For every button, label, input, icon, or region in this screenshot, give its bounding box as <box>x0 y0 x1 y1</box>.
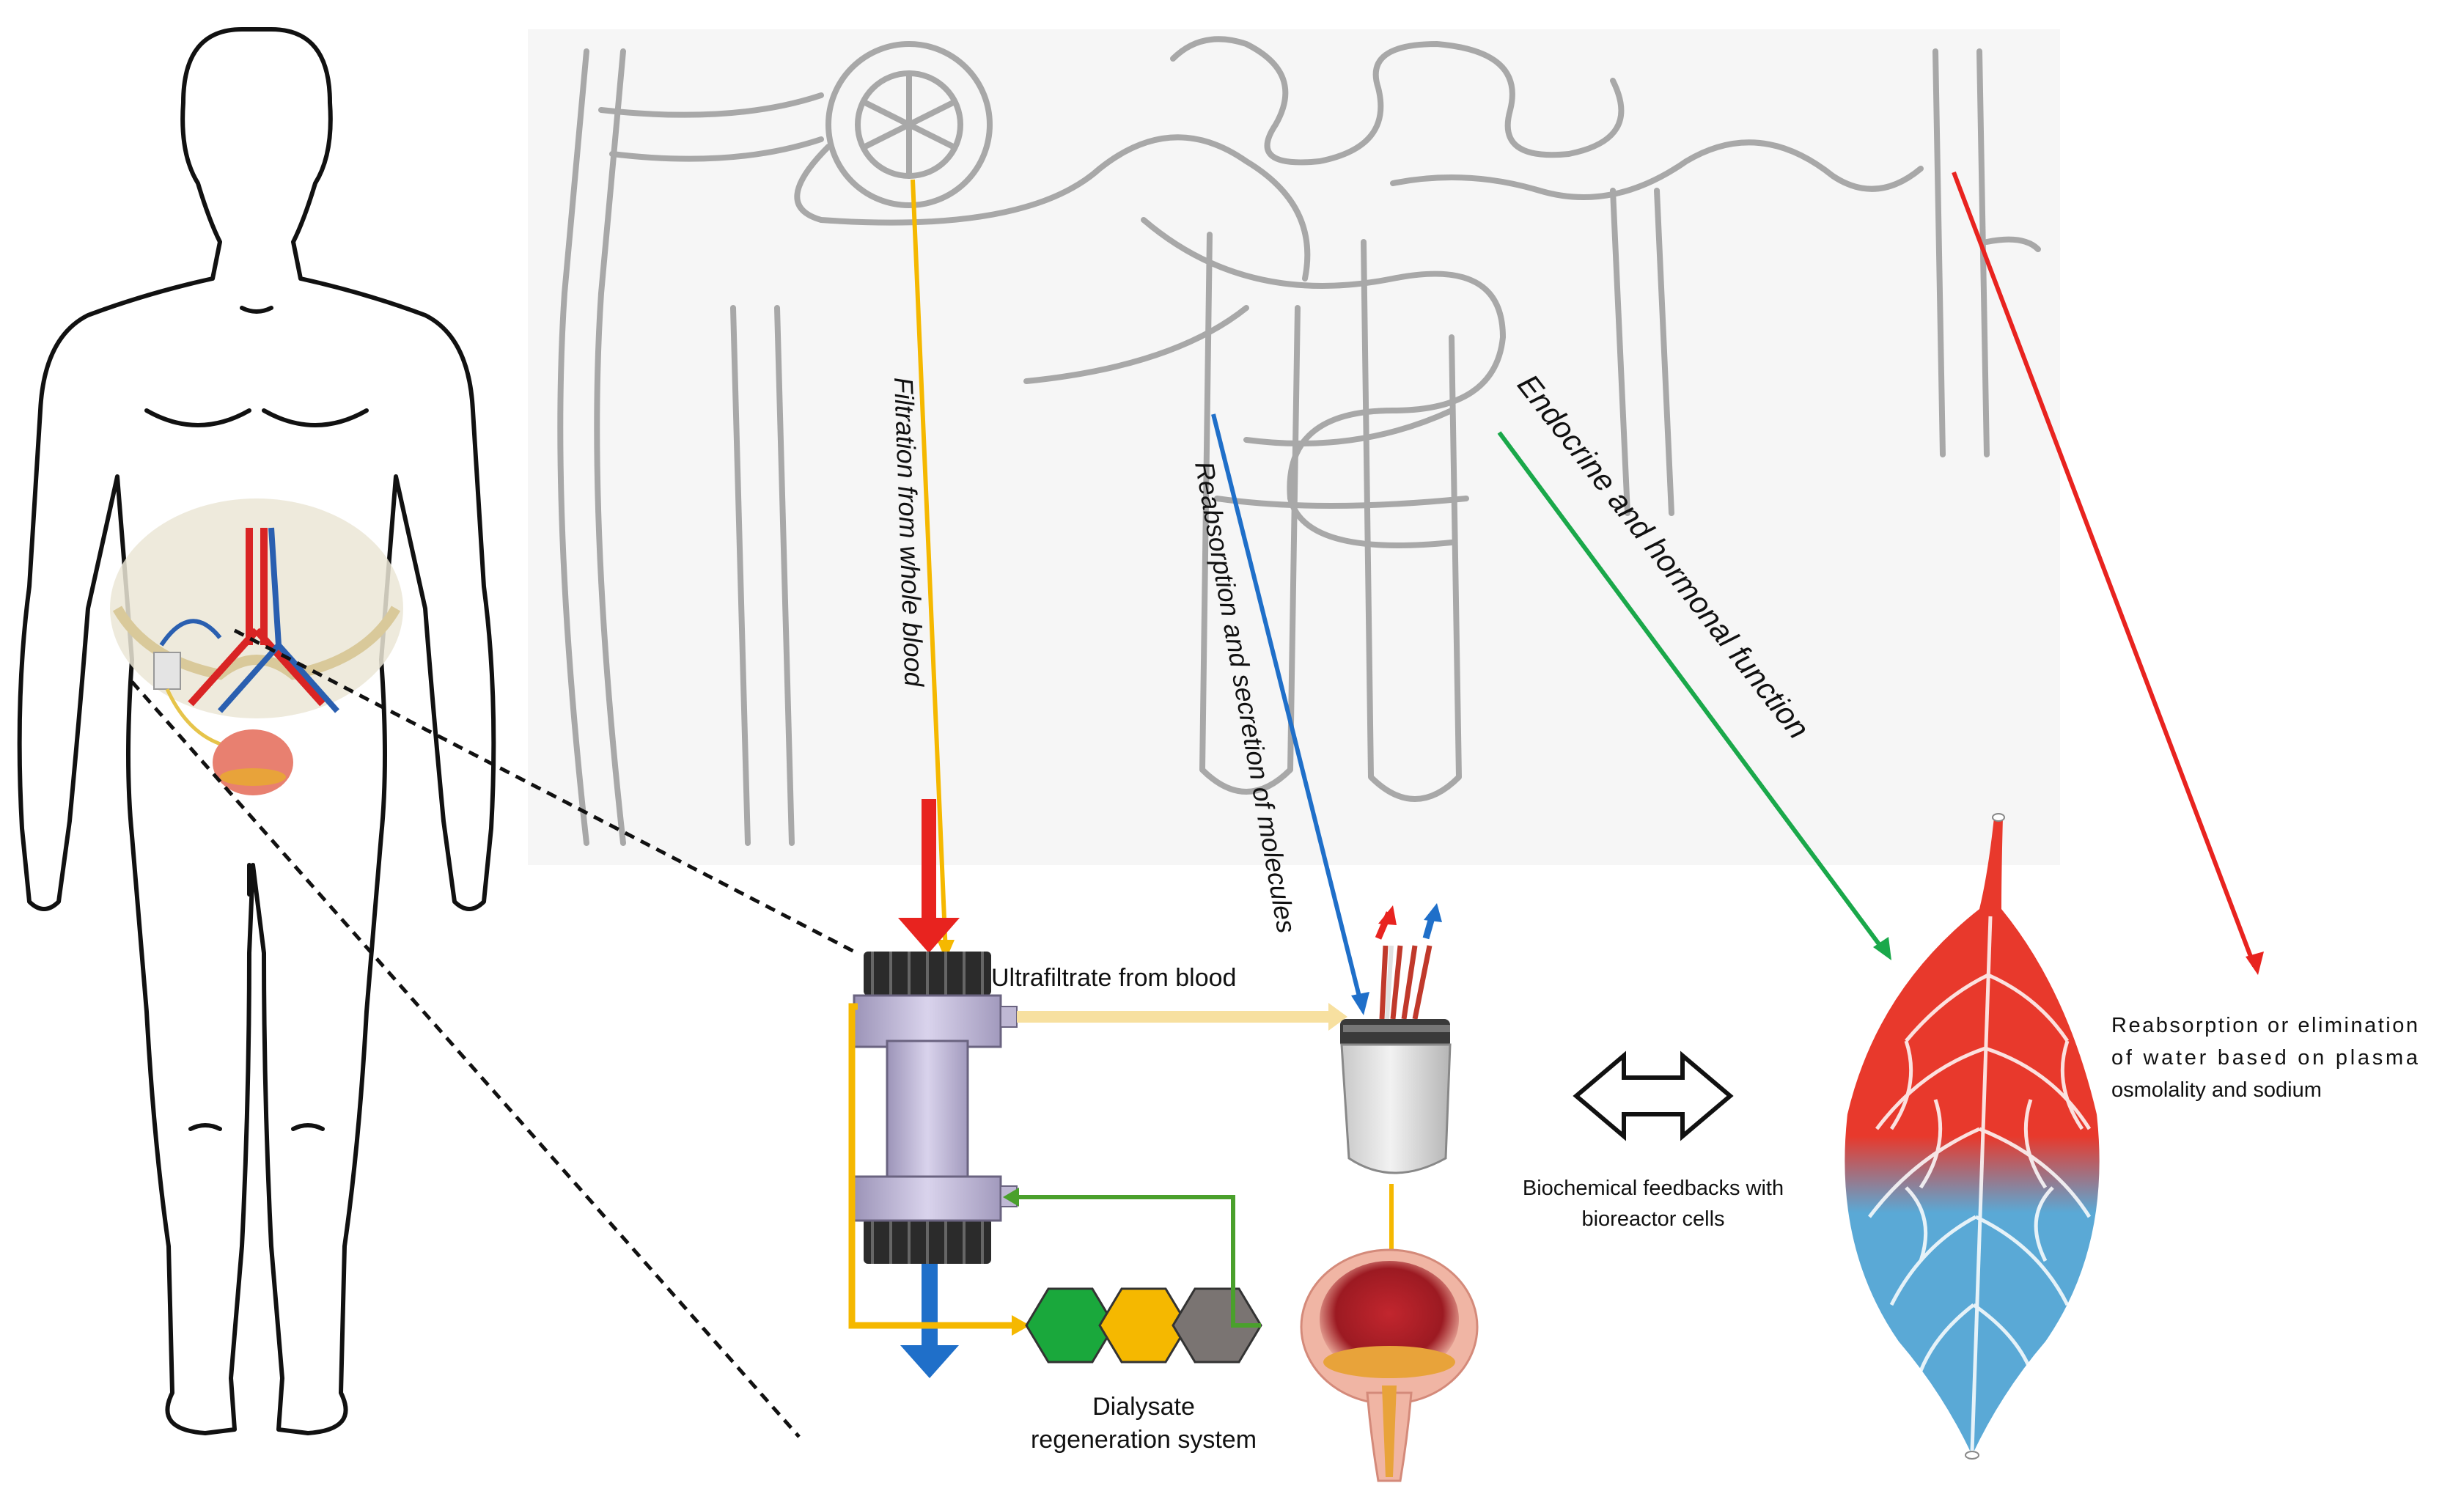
dialysate-out-arrowhead <box>900 1345 959 1378</box>
human-body-outline <box>17 27 496 1435</box>
left-vessel <box>557 48 626 846</box>
double-arrow-icon <box>1573 1050 1734 1141</box>
body-silhouette <box>17 27 496 1435</box>
peritubular-network <box>1141 217 1506 548</box>
filtration-arrow <box>911 179 955 960</box>
loop-henle-1 <box>1199 232 1301 795</box>
proximal-tubule <box>794 134 1311 281</box>
ultrafiltrate-label: Ultrafiltrate from blood <box>991 964 1236 992</box>
right-branch <box>1984 236 2041 252</box>
leaf-veins <box>1868 916 2092 1452</box>
convoluted-loops <box>1170 36 1625 166</box>
ultrafiltrate-arrowhead <box>1328 1003 1347 1031</box>
knee-lines <box>188 1123 325 1131</box>
glomerulus-capillaries <box>862 70 956 179</box>
collecting-duct <box>1610 188 1674 516</box>
biochem-label-line1: Biochemical feedbacks with <box>1523 1177 1784 1200</box>
vascular-leaf-icon <box>1845 813 2100 1460</box>
glomerulus-capsule <box>825 41 993 208</box>
biochem-label-line2: bioreactor cells <box>1581 1207 1724 1231</box>
nephron-diagram <box>528 29 2060 865</box>
water-label-line2: of water based on plasma <box>2111 1046 2419 1070</box>
water-label-line1: Reabsorption or elimination <box>2111 1014 2418 1037</box>
water-arrow <box>1952 171 2264 975</box>
reabsorption-arrow <box>1211 413 1369 1015</box>
dialysate-regeneration-system <box>1025 1287 1262 1364</box>
dialysate-label-line2: regeneration system <box>1031 1426 1257 1454</box>
bladder-icon <box>1300 1248 1479 1482</box>
blood-in-arrowhead <box>898 918 960 953</box>
chest-lines <box>144 408 369 427</box>
collarbone <box>240 306 273 314</box>
water-label-line3: osmolality and sodium <box>2111 1078 2322 1102</box>
dialysate-loop-line <box>848 1003 1019 1329</box>
return-line <box>1012 1195 1261 1328</box>
endocrine-arrow <box>1497 431 1891 960</box>
bioreactor-device <box>1340 903 1452 1174</box>
afferent-vessel <box>598 92 824 162</box>
blood-in-arrow <box>922 799 936 924</box>
zoom-line-bottom <box>130 680 801 1438</box>
pelvic-anatomy-icon <box>110 498 403 795</box>
loop-henle-2 <box>1361 239 1462 802</box>
capillary-links <box>1023 305 1469 509</box>
dialysate-loop-arrowhead <box>1012 1315 1030 1336</box>
distal-tubule <box>1390 139 1924 200</box>
dialysate-label-line1: Dialysate <box>1092 1393 1195 1421</box>
descending-vessel <box>730 305 795 846</box>
return-arrowhead <box>1003 1188 1019 1207</box>
filter-cartridge <box>853 799 1018 1378</box>
dialysate-out-arrow <box>922 1264 938 1352</box>
zoom-line-top <box>233 628 856 954</box>
